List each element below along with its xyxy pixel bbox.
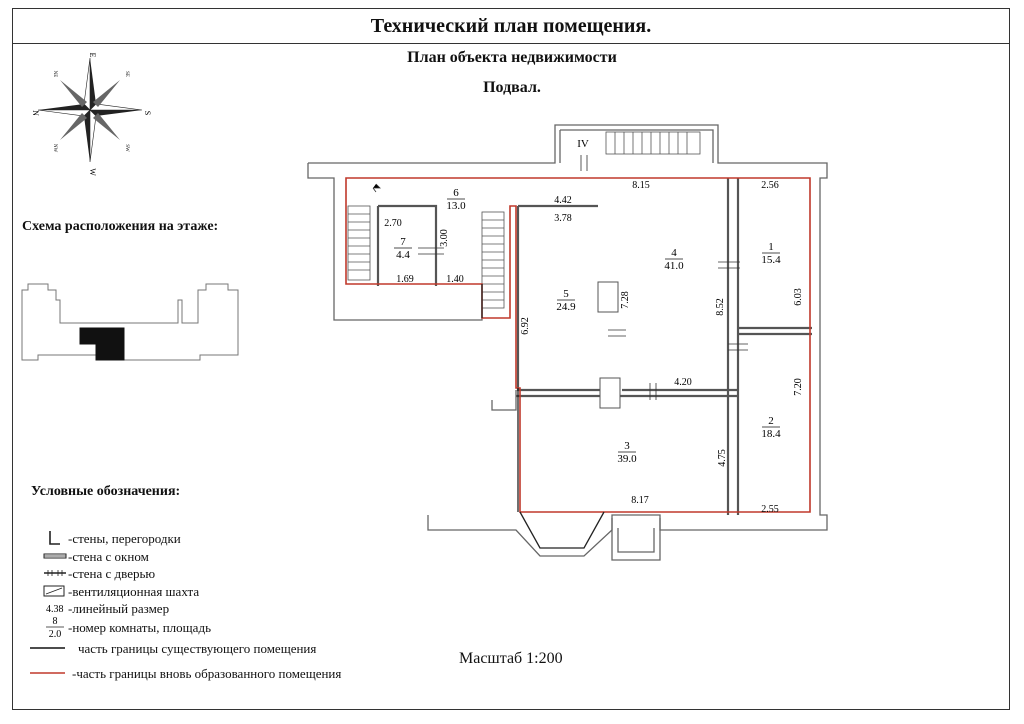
dimension: 8.17 xyxy=(631,495,649,506)
dimension-labels: 8.15 4.42 3.78 2.56 6.03 8.52 7.28 6.92 … xyxy=(384,180,804,515)
legend-window-wall: -стена с окном xyxy=(68,549,149,564)
legend-existing-boundary: часть границы существующего помещения xyxy=(78,641,317,656)
room-labels: 1 15.4 2 18.4 3 39.0 4 41.0 5 24.9 6 13.… xyxy=(394,187,781,465)
floor-label: Подвал. xyxy=(483,79,541,96)
room-7-area: 4.4 xyxy=(396,249,410,261)
dimension: 6.92 xyxy=(520,317,531,335)
interior-walls xyxy=(376,178,812,515)
stair-label: IV xyxy=(577,138,589,150)
dimension: 8.15 xyxy=(632,180,650,191)
dimension: 3.78 xyxy=(554,213,572,224)
compass-nw: NW xyxy=(52,144,57,153)
legend-new-boundary: -часть границы вновь образованного помещ… xyxy=(72,666,342,681)
room-3-number: 3 xyxy=(624,440,630,452)
legend-room-area: -номер комнаты, площадь xyxy=(68,620,211,635)
compass-sw: SW xyxy=(124,144,129,152)
legend-symbols xyxy=(30,531,67,674)
dimension: 4.75 xyxy=(717,449,728,467)
room-4-number: 4 xyxy=(671,247,677,259)
room-5-area: 24.9 xyxy=(556,301,576,313)
room-1-number: 1 xyxy=(768,241,774,253)
dimension: 6.03 xyxy=(793,288,804,306)
location-scheme xyxy=(21,283,239,361)
room-2-number: 2 xyxy=(768,415,774,427)
building-walls xyxy=(307,124,828,561)
legend-title: Условные обозначения: xyxy=(31,484,181,499)
vent-shaft xyxy=(597,281,619,313)
dimension: 4.42 xyxy=(554,195,572,206)
dimension: 2.56 xyxy=(761,180,779,191)
legend-vent-shaft: -вентиляционная шахта xyxy=(68,584,200,599)
room-4-area: 41.0 xyxy=(664,260,684,272)
dimension: 1.69 xyxy=(396,274,414,285)
dimension: 7.20 xyxy=(793,378,804,396)
legend-door-wall: -стена с дверью xyxy=(68,566,156,581)
vent-shaft xyxy=(599,377,621,409)
room-5-number: 5 xyxy=(563,288,569,300)
room-6-area: 13.0 xyxy=(446,200,466,212)
scheme-title: Схема расположения на этаже: xyxy=(22,219,219,234)
compass-w: W xyxy=(88,168,97,176)
legend-linear-size: -линейный размер xyxy=(68,601,170,616)
compass-e: E xyxy=(88,53,97,58)
legend-room-number-sample: 8 xyxy=(53,616,58,627)
existing-room-boundary xyxy=(481,284,605,549)
dimension: 3.00 xyxy=(439,229,450,247)
room-3-area: 39.0 xyxy=(617,453,637,465)
room-7-number: 7 xyxy=(400,236,406,248)
dimension: 2.55 xyxy=(761,504,779,515)
stairs xyxy=(347,131,701,309)
dimension: 8.52 xyxy=(715,298,726,316)
compass-s: S xyxy=(143,111,152,115)
compass-rose: E S W N SE NE SW NW xyxy=(31,53,152,177)
door-window-marks xyxy=(372,155,748,400)
legend-room-area-sample: 2.0 xyxy=(49,629,62,640)
legend-dimension-sample: 4.38 xyxy=(46,604,64,615)
page-title: Технический план помещения. xyxy=(12,8,1010,44)
room-2-area: 18.4 xyxy=(761,428,781,440)
new-room-boundary xyxy=(345,177,811,513)
compass-n: N xyxy=(31,110,40,116)
dimension: 4.20 xyxy=(674,377,692,388)
drawing-frame xyxy=(12,8,1010,710)
dimension: 7.28 xyxy=(620,291,631,309)
scale-label: Масштаб 1:200 xyxy=(459,650,563,667)
legend-walls: -стены, перегородки xyxy=(68,531,181,546)
compass-ne: NE xyxy=(52,71,57,78)
plan-subtitle: План объекта недвижимости xyxy=(407,49,617,66)
room-1-area: 15.4 xyxy=(761,254,781,266)
room-6-number: 6 xyxy=(453,187,459,199)
compass-se: SE xyxy=(124,71,129,77)
dimension: 1.40 xyxy=(446,274,464,285)
dimension: 2.70 xyxy=(384,218,402,229)
